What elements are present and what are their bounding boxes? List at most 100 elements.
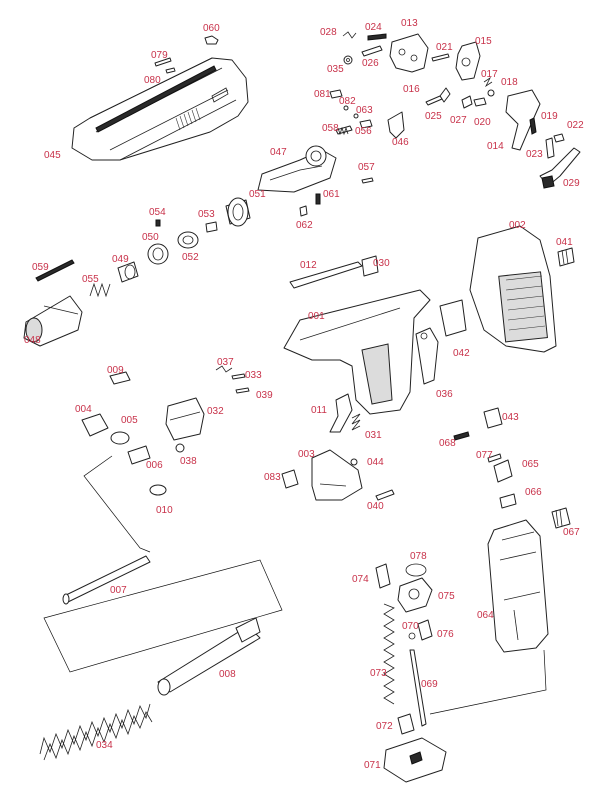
label-068: 068 <box>439 438 456 449</box>
label-031: 031 <box>365 430 382 441</box>
label-051: 051 <box>249 189 266 200</box>
part-068-screw <box>453 431 470 441</box>
label-001: 001 <box>308 311 325 322</box>
label-033: 033 <box>245 370 262 381</box>
label-073: 073 <box>370 668 387 679</box>
label-072: 072 <box>376 721 393 732</box>
part-047-housing <box>257 145 337 193</box>
part-043 <box>483 407 503 429</box>
part-065 <box>493 459 513 483</box>
label-064: 064 <box>477 610 494 621</box>
label-063: 063 <box>356 105 373 116</box>
label-047: 047 <box>270 147 287 158</box>
label-038: 038 <box>180 456 197 467</box>
part-006 <box>127 445 151 465</box>
part-067-valve <box>551 507 571 529</box>
grip-checkering <box>505 275 546 331</box>
part-044 <box>350 458 358 466</box>
label-014: 014 <box>487 141 504 152</box>
part-010-ring <box>149 484 167 496</box>
label-011: 011 <box>311 405 327 416</box>
part-011-trigger <box>329 393 353 433</box>
label-054: 054 <box>149 207 166 218</box>
part-078-oring <box>405 563 427 577</box>
label-066: 066 <box>525 487 542 498</box>
part-079-080-pins <box>154 57 176 74</box>
part-060-sight <box>204 35 219 45</box>
part-057-pin <box>361 177 374 184</box>
label-075: 075 <box>438 591 455 602</box>
label-005: 005 <box>121 415 138 426</box>
label-008: 008 <box>219 669 236 680</box>
label-025: 025 <box>425 111 442 122</box>
part-033-pin <box>231 373 246 380</box>
label-046: 046 <box>392 137 409 148</box>
part-051-bushing <box>225 197 251 227</box>
label-026: 026 <box>362 58 379 69</box>
label-035: 035 <box>327 64 344 75</box>
part-048-cylinder <box>23 295 83 347</box>
label-081: 081 <box>314 89 331 100</box>
label-010: 010 <box>156 505 173 516</box>
label-070: 070 <box>402 621 419 632</box>
label-004: 004 <box>75 404 92 415</box>
label-077: 077 <box>476 450 493 461</box>
label-007: 007 <box>110 585 127 596</box>
label-080: 080 <box>144 75 161 86</box>
label-074: 074 <box>352 574 369 585</box>
label-083: 083 <box>264 472 281 483</box>
label-020: 020 <box>474 117 491 128</box>
label-018: 018 <box>501 77 518 88</box>
label-053: 053 <box>198 209 215 220</box>
part-052-ring <box>177 231 199 249</box>
label-042: 042 <box>453 348 470 359</box>
part-041-screw <box>557 247 575 267</box>
label-069: 069 <box>421 679 438 690</box>
part-034-recoil-spring <box>39 703 153 761</box>
label-082: 082 <box>339 96 356 107</box>
label-067: 067 <box>563 527 580 538</box>
label-076: 076 <box>437 629 454 640</box>
label-032: 032 <box>207 406 224 417</box>
label-002: 002 <box>509 220 526 231</box>
label-039: 039 <box>256 390 273 401</box>
label-013: 013 <box>401 18 418 29</box>
part-064-magazine <box>487 519 549 653</box>
part-labels: 060 079 080 045 028 024 013 021 015 035 … <box>24 18 584 771</box>
label-012: 012 <box>300 260 317 271</box>
small-parts-middle-top <box>329 89 405 139</box>
part-030-screw <box>361 255 379 277</box>
part-008-outer-barrel <box>157 617 261 696</box>
part-053 <box>205 221 218 233</box>
label-071: 071 <box>364 760 381 771</box>
label-045: 045 <box>44 150 61 161</box>
part-007-inner-barrel <box>62 555 151 605</box>
part-003-trigger-guard <box>311 449 363 501</box>
part-050-ring <box>147 243 169 265</box>
label-059: 059 <box>32 262 49 273</box>
label-049: 049 <box>112 254 129 265</box>
label-034: 034 <box>96 740 113 751</box>
label-044: 044 <box>367 457 384 468</box>
part-073-spring <box>383 603 395 705</box>
part-039-pin <box>235 387 250 394</box>
label-058: 058 <box>322 123 339 134</box>
label-016: 016 <box>403 84 420 95</box>
label-079: 079 <box>151 50 168 61</box>
part-037-spring <box>215 365 233 373</box>
part-001-frame <box>283 289 431 415</box>
slide-serrations <box>175 107 201 131</box>
part-066 <box>499 493 517 509</box>
part-054 <box>155 219 161 227</box>
label-021: 021 <box>436 42 453 53</box>
label-003: 003 <box>298 449 315 460</box>
part-072 <box>397 713 415 735</box>
label-041: 041 <box>556 237 573 248</box>
part-042-plate <box>439 299 467 337</box>
part-070-washer <box>408 632 416 640</box>
label-030: 030 <box>373 258 390 269</box>
part-036-lever <box>415 327 439 385</box>
label-028: 028 <box>320 27 337 38</box>
hammer-group <box>342 31 581 189</box>
label-022: 022 <box>567 120 584 131</box>
